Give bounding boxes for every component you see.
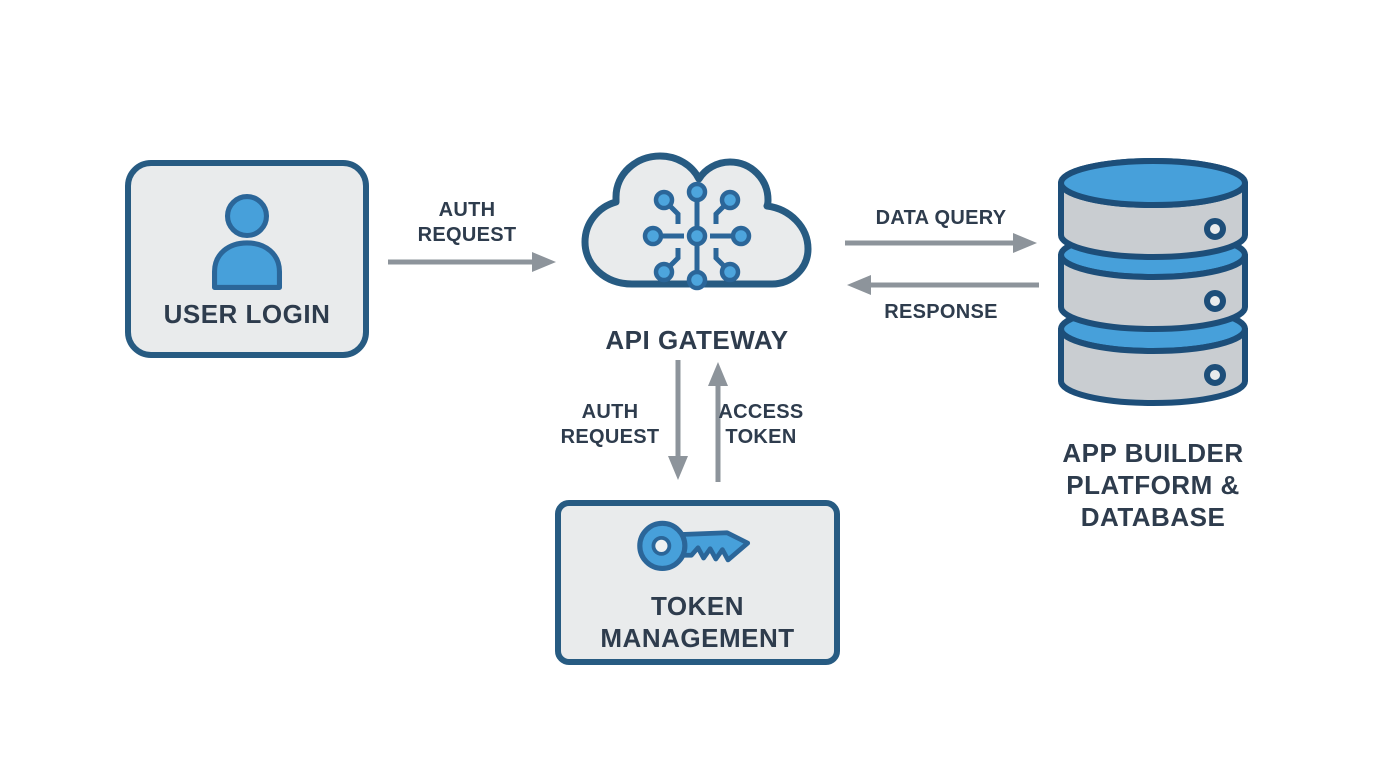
database-icon <box>1058 158 1248 406</box>
node-database <box>1055 157 1251 409</box>
api-gateway-label: API GATEWAY <box>605 325 789 355</box>
node-token-management: TOKEN MANAGEMENT <box>555 500 840 665</box>
key-icon <box>636 511 759 582</box>
user-login-label: USER LOGIN <box>163 298 331 329</box>
edge-label-data-query: DATA QUERY <box>875 207 1007 229</box>
arrow-auth-request-down <box>668 360 688 480</box>
database-label: APP BUILDER PLATFORM & DATABASE <box>1062 438 1244 532</box>
edge-label-auth-request-1: AUTH REQUEST <box>417 199 517 246</box>
arrow-auth-request-right <box>388 252 556 272</box>
user-icon <box>200 191 294 298</box>
edge-label-access-token: ACCESS TOKEN <box>718 401 804 448</box>
arrow-data-query <box>845 233 1037 253</box>
node-user-login: USER LOGIN <box>125 160 369 358</box>
token-management-label: TOKEN MANAGEMENT <box>600 591 795 653</box>
arrow-response <box>847 275 1039 295</box>
edge-label-auth-request-2: AUTH REQUEST <box>560 401 660 448</box>
edge-label-response: RESPONSE <box>884 301 998 323</box>
node-api-gateway <box>572 152 822 312</box>
arrow-access-token-up <box>708 362 728 482</box>
circuit-cloud-icon <box>581 152 812 291</box>
